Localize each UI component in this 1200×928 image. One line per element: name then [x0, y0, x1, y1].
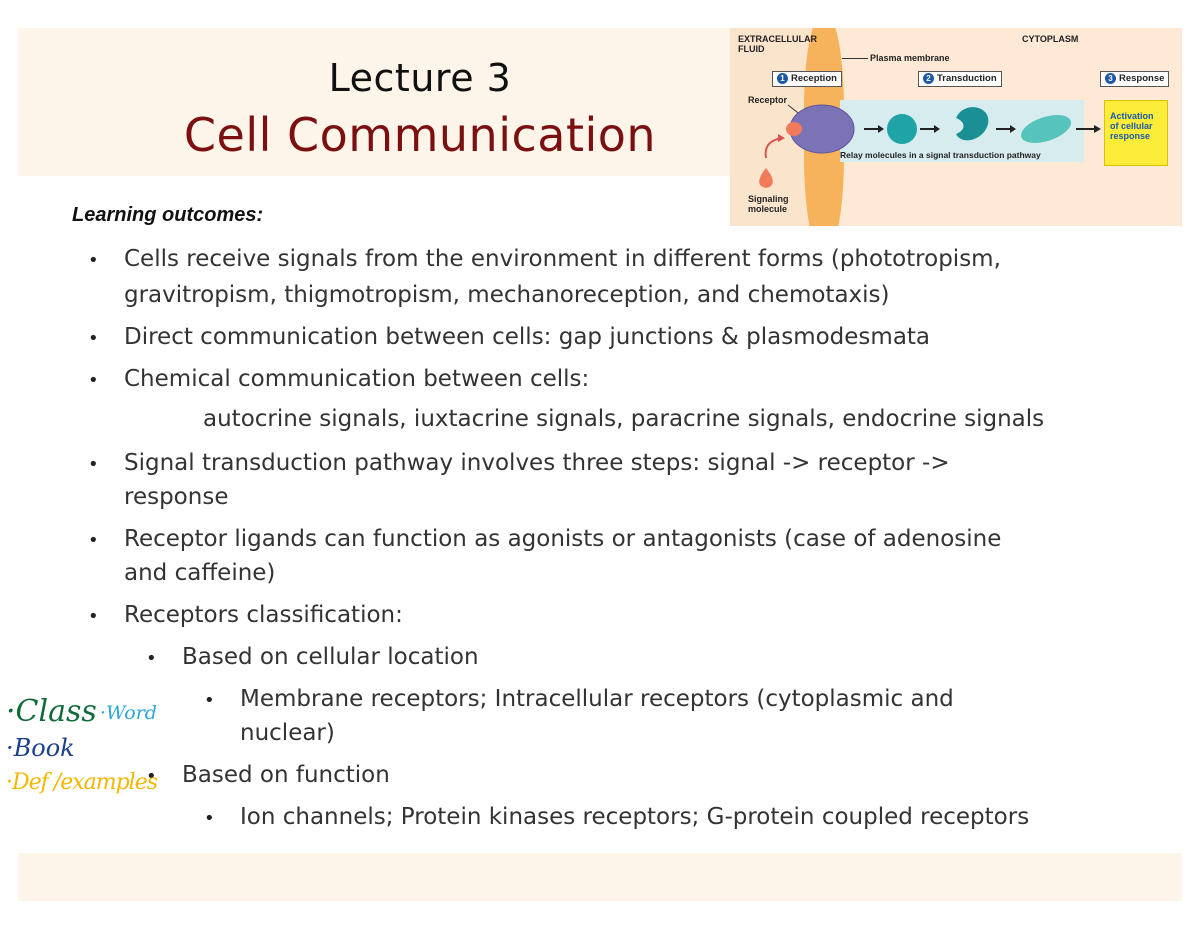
handwritten-word: ·Word — [100, 702, 157, 724]
handwritten-def-examples: ·Def /examples — [6, 770, 158, 795]
sub-bullet: • — [146, 766, 157, 787]
outcome-6-1: Based on cellular location — [182, 644, 479, 670]
bullet: • — [88, 454, 99, 475]
lecture-number: Lecture 3 — [328, 56, 512, 100]
outcome-5-line-1: Receptor ligands can function as agonist… — [124, 526, 1002, 552]
outcomes-heading: Learning outcomes: — [72, 204, 264, 226]
bullet: • — [88, 250, 99, 271]
outcome-1-line-1: Cells receive signals from the environme… — [124, 246, 1001, 272]
outcome-6-1-1-line-2: nuclear) — [240, 720, 335, 746]
outcome-4-line-1: Signal transduction pathway involves thr… — [124, 450, 950, 476]
slide-title: Cell Communication — [183, 108, 657, 162]
bound-signal — [786, 122, 802, 136]
plasma-membrane-label: Plasma membrane — [870, 53, 950, 63]
bullet: • — [88, 606, 99, 627]
relay-molecule-3 — [1020, 115, 1072, 143]
outcome-3: Chemical communication between cells: — [124, 366, 590, 392]
receptor-label: Receptor — [748, 95, 788, 105]
cytoplasm-label: CYTOPLASM — [1022, 34, 1079, 44]
outcome-6: Receptors classification: — [124, 602, 403, 628]
outcome-6-2: Based on function — [182, 762, 390, 788]
outcome-3-sub: autocrine signals, iuxtacrine signals, p… — [203, 406, 1045, 432]
membrane-pointer — [842, 58, 868, 59]
handwritten-class: ·Class — [6, 694, 97, 729]
outcome-5-line-2: and caffeine) — [124, 560, 276, 586]
sub-bullet: • — [146, 648, 157, 669]
signaling-molecule-drop — [759, 168, 773, 188]
outcome-1-line-2: gravitropism, thigmotropism, mechanorece… — [124, 282, 890, 308]
pathway-drawing — [759, 104, 1101, 188]
footer-band — [18, 853, 1182, 901]
relay-caption: Relay molecules in a signal transduction… — [840, 150, 1041, 160]
bullet: • — [88, 328, 99, 349]
relay-molecule-1 — [887, 114, 917, 144]
outcome-4-line-2: response — [124, 484, 229, 510]
outcome-6-2-1: Ion channels; Protein kinases receptors;… — [240, 804, 1030, 830]
sub-sub-bullet: • — [204, 690, 215, 711]
outcome-2: Direct communication between cells: gap … — [124, 324, 931, 350]
relay-molecule-2 — [956, 107, 989, 141]
outcome-6-1-1-line-1: Membrane receptors; Intracellular recept… — [240, 686, 954, 712]
sub-sub-bullet: • — [204, 808, 215, 829]
bullet: • — [88, 370, 99, 391]
bullet: • — [88, 530, 99, 551]
handwritten-book: ·Book — [6, 734, 75, 762]
